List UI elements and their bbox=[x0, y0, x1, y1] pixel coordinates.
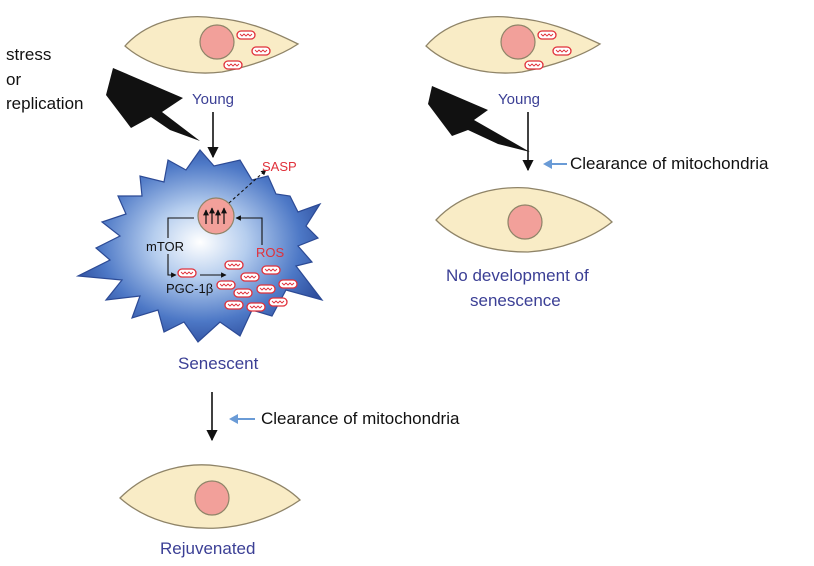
mitochondrion-icon bbox=[246, 302, 266, 312]
mitochondrion-icon bbox=[552, 46, 572, 56]
young-label-right: Young bbox=[498, 91, 540, 108]
mtor-label: mTOR bbox=[146, 239, 185, 254]
sasp-label: SASP bbox=[262, 159, 297, 174]
nucleus bbox=[197, 197, 235, 235]
mitochondrion-icon bbox=[240, 272, 260, 282]
mitochondrion-icon bbox=[236, 30, 256, 40]
mitochondrion-icon bbox=[268, 297, 288, 307]
rejuvenated-cell bbox=[119, 464, 302, 529]
nucleus bbox=[199, 24, 235, 60]
trigger-label-line2: or bbox=[6, 70, 22, 89]
young-cell-left bbox=[124, 16, 300, 74]
mitochondrion-icon bbox=[216, 280, 236, 290]
mitochondrion-icon bbox=[224, 300, 244, 310]
rejuvenated-label: Rejuvenated bbox=[160, 539, 256, 558]
young-label-left: Young bbox=[192, 91, 234, 108]
lightning-bolt-icon bbox=[106, 68, 200, 141]
signaling-loop bbox=[167, 169, 267, 278]
clearance-label-left: Clearance of mitochondria bbox=[261, 409, 460, 428]
mitochondrion-icon bbox=[256, 284, 276, 294]
senescent-label: Senescent bbox=[178, 354, 259, 373]
ros-label: ROS bbox=[256, 245, 285, 260]
mitochondrion-icon bbox=[223, 60, 243, 70]
clearance-label-right: Clearance of mitochondria bbox=[570, 154, 769, 173]
mitochondrion-icon bbox=[524, 60, 544, 70]
mitochondrion-icon bbox=[537, 30, 557, 40]
blue-pointer-arrowhead-right bbox=[543, 159, 552, 169]
blue-pointer-arrowhead-left bbox=[229, 414, 238, 424]
upregulation-arrows-icon bbox=[203, 207, 227, 224]
mitochondrion-icon bbox=[261, 265, 281, 275]
mitochondrion-icon bbox=[224, 260, 244, 270]
outcome-label-line1: No development of bbox=[446, 266, 589, 285]
mitochondrion-icon bbox=[278, 279, 298, 289]
nucleus bbox=[500, 24, 536, 60]
outcome-label-line2: senescence bbox=[470, 291, 561, 310]
mitochondrion-icon bbox=[233, 288, 253, 298]
mitochondrion-icon bbox=[177, 268, 197, 278]
mitochondrion-icon bbox=[251, 46, 271, 56]
no-senescence-cell bbox=[435, 187, 613, 253]
pgc-label: PGC-1β bbox=[166, 281, 214, 296]
trigger-label-line3: replication bbox=[6, 94, 84, 113]
nucleus bbox=[194, 480, 230, 516]
nucleus bbox=[507, 204, 543, 240]
lightning-bolt-icon bbox=[428, 86, 530, 152]
young-cell-right bbox=[425, 16, 602, 74]
trigger-label-line1: stress bbox=[6, 45, 52, 64]
senescent-cell bbox=[75, 149, 324, 343]
